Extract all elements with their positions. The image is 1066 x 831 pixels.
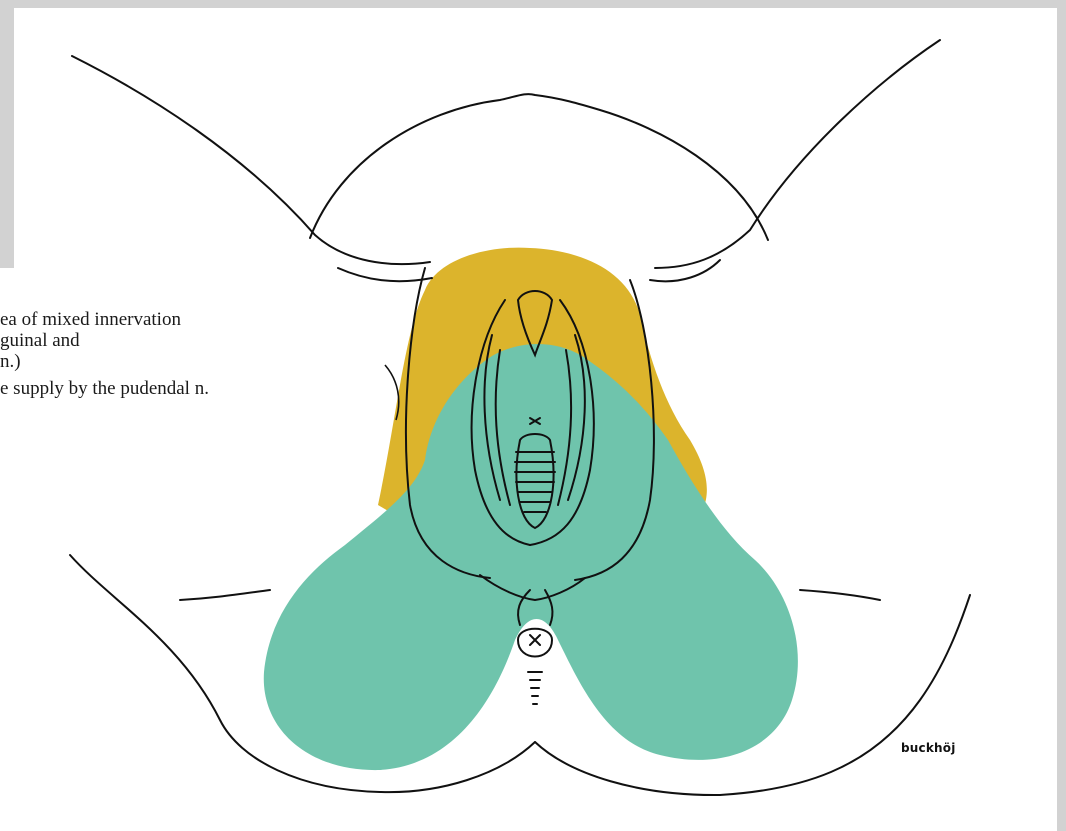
right-gluteal-fold bbox=[800, 590, 880, 600]
artist-signature: buckhöj bbox=[901, 741, 956, 755]
pubic-fold-left bbox=[338, 268, 432, 281]
legend-text-nerve-abbrev: n.) bbox=[0, 351, 21, 372]
pudendal-supply-zone bbox=[264, 344, 798, 770]
legend-text-mixed-innervation: ea of mixed innervation bbox=[0, 309, 181, 330]
legend-text-pudendal-supply: e supply by the pudendal n. bbox=[0, 378, 209, 399]
anus bbox=[518, 629, 552, 657]
natal-cleft-marks bbox=[528, 672, 542, 704]
introitus-ridges bbox=[515, 452, 555, 512]
anal-cross-mark bbox=[530, 635, 540, 645]
left-abdomen-contour bbox=[72, 56, 430, 264]
left-gluteal-fold bbox=[180, 590, 270, 600]
mons-pubis-contour bbox=[310, 94, 768, 240]
pubic-fold-right bbox=[650, 260, 720, 281]
right-abdomen-contour bbox=[655, 40, 940, 268]
legend-text-inguinal: guinal and bbox=[0, 330, 80, 351]
